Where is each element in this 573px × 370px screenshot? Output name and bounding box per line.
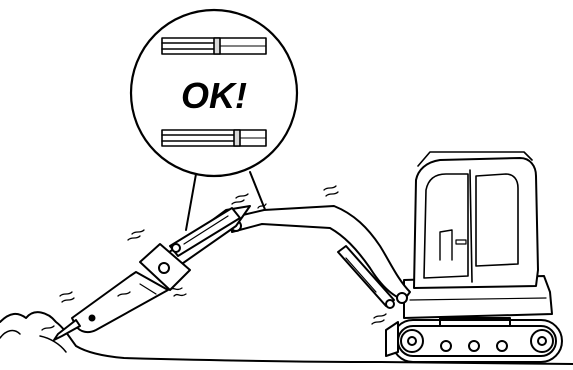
excavator-body (404, 152, 552, 318)
cylinder-detail-lower (162, 130, 266, 146)
magnified-callout: OK! (131, 10, 297, 176)
cylinder-detail-upper (162, 38, 266, 54)
track-wheel-front (401, 330, 423, 352)
boom-arm (230, 206, 410, 300)
breaker-body (72, 272, 168, 332)
hydraulic-breaker (54, 244, 190, 340)
excavator-undercarriage (386, 318, 562, 362)
boom (230, 206, 410, 308)
ok-label: OK! (181, 75, 247, 116)
track-wheel-rear (531, 330, 553, 352)
